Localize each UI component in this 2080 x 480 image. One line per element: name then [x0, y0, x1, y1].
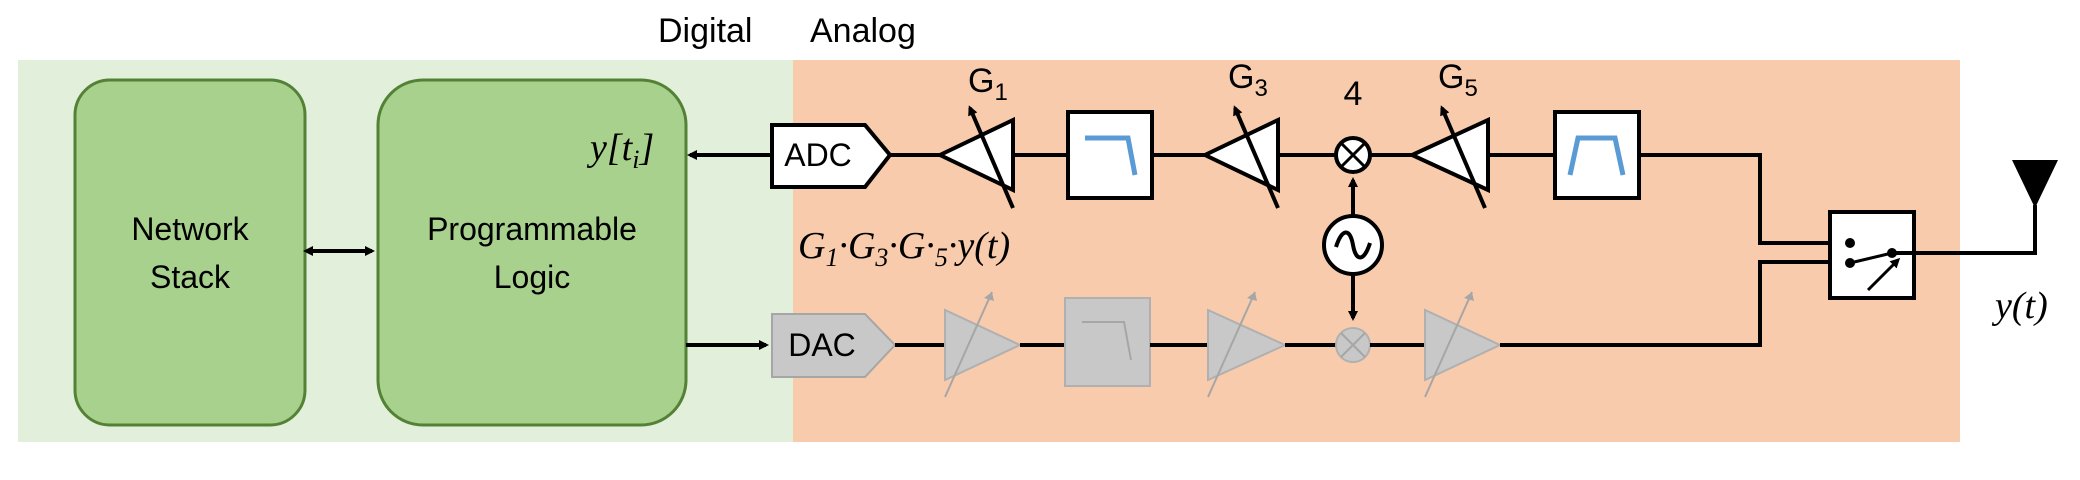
programmable-logic-label-1: Programmable [427, 211, 637, 247]
rx-mixer[interactable] [1334, 136, 1372, 174]
rf-switch[interactable] [1828, 210, 1916, 300]
variable-gain-arrowhead [1247, 292, 1257, 301]
programmable-logic-label-2: Logic [494, 259, 571, 295]
dac-block[interactable]: DAC [771, 313, 897, 378]
sampled-signal-label: y[ti] [586, 127, 654, 174]
analog-label: Analog [810, 12, 916, 50]
mixer-cross-icon [1339, 141, 1367, 169]
mixer-label: 4 [1344, 75, 1363, 113]
network-stack-label-1: Network [131, 211, 249, 247]
bandpass-curve-icon [1567, 135, 1626, 176]
switch-control-arrow [1866, 257, 1901, 292]
tx-amplifier-2[interactable] [1207, 291, 1288, 398]
variable-gain-arrow [968, 105, 1015, 209]
variable-gain-arrow [1440, 105, 1487, 209]
digital-label: Digital [658, 12, 752, 50]
amp-g5-label: G5 [1438, 58, 1478, 102]
variable-gain-arrow [1424, 291, 1473, 398]
rx-bandpass-filter[interactable] [1553, 110, 1641, 200]
variable-gain-arrow [1207, 291, 1256, 398]
variable-gain-arrow [944, 291, 993, 398]
switch-throw-line [1849, 251, 1893, 265]
amp-g1-label: G1 [968, 62, 1008, 106]
rx-lowpass-filter[interactable] [1066, 110, 1154, 200]
network-stack-block[interactable]: Network Stack [73, 78, 307, 427]
tx-mixer[interactable] [1335, 327, 1371, 363]
rx-to-switch-line [1639, 153, 1842, 245]
adc-label: ADC [784, 137, 852, 173]
antenna-icon [2012, 160, 2058, 208]
tx-lowpass-filter[interactable] [1064, 297, 1151, 387]
tx-amplifier-3[interactable] [1424, 291, 1503, 398]
switch-to-antenna-line [1892, 205, 2037, 255]
local-oscillator[interactable] [1322, 214, 1384, 276]
variable-gain-arrow [1233, 105, 1280, 209]
sine-wave-icon [1334, 230, 1372, 260]
output-signal-label: y(t) [1991, 285, 2048, 327]
amp-g3-label: G3 [1228, 58, 1268, 102]
programmable-logic-block[interactable]: Programmable Logic [376, 78, 688, 427]
dac-label: DAC [788, 327, 856, 363]
network-stack-label-2: Stack [150, 259, 231, 295]
variable-gain-arrowhead [984, 292, 994, 301]
lowpass-curve-icon [1085, 135, 1138, 176]
mixer-cross-icon [1340, 332, 1366, 358]
tx-amplifier-1[interactable] [944, 291, 1023, 398]
lowpass-curve-icon [1082, 321, 1132, 361]
tx-to-switch-line [1500, 260, 1842, 347]
gain-expression-label: G1·G3·G·5·y(t) [798, 225, 1010, 272]
adc-block[interactable]: ADC [770, 123, 893, 189]
variable-gain-arrowhead [1464, 292, 1474, 301]
